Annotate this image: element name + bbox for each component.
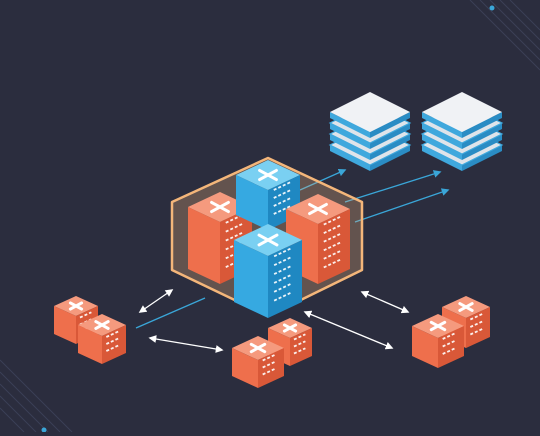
vent-slots xyxy=(469,312,484,336)
container-icon xyxy=(258,168,278,182)
vent-slots xyxy=(323,215,341,269)
container-icon xyxy=(458,302,474,312)
container-orange-left-front xyxy=(78,314,126,364)
vent-slots xyxy=(293,333,306,355)
corner-dot-top xyxy=(489,5,495,11)
databases xyxy=(328,92,504,171)
corner-dot-bottom xyxy=(41,427,47,433)
container-orange-bottom-front xyxy=(232,336,284,388)
corner-lines-bottom-left xyxy=(0,359,73,433)
vent-slots xyxy=(273,181,291,215)
line-left-pair-to-cluster-blue xyxy=(135,297,206,329)
line-cluster-to-db1 xyxy=(299,168,347,191)
vent-slots xyxy=(273,247,293,302)
arrow-left-pair-to-bottom-pair xyxy=(148,335,224,353)
container-icon xyxy=(282,323,298,333)
vent-slots xyxy=(442,331,457,355)
arrow-left-pair-to-cluster xyxy=(138,289,174,313)
container-icon xyxy=(249,342,267,354)
line-cluster-to-db2-b xyxy=(354,188,450,223)
arrow-cluster-to-right-pair-a xyxy=(360,290,410,314)
arrow-cluster-to-right-pair-b xyxy=(303,310,394,350)
vent-slots xyxy=(105,330,120,352)
container-icon xyxy=(94,320,110,330)
container-icon xyxy=(210,200,230,214)
line-cluster-to-db2-a xyxy=(344,170,442,203)
container-icon xyxy=(429,320,447,332)
container-orange-right-front xyxy=(412,314,464,368)
vent-slots xyxy=(262,353,277,376)
database-icon xyxy=(420,92,504,171)
containers xyxy=(54,160,490,388)
corner-lines-top-right xyxy=(469,0,540,71)
container-icon xyxy=(257,233,279,247)
container-blue-cluster-front xyxy=(234,224,302,318)
connections xyxy=(135,168,450,353)
database-icon xyxy=(328,92,412,171)
container-icon xyxy=(308,202,328,216)
container-icon xyxy=(68,301,84,311)
